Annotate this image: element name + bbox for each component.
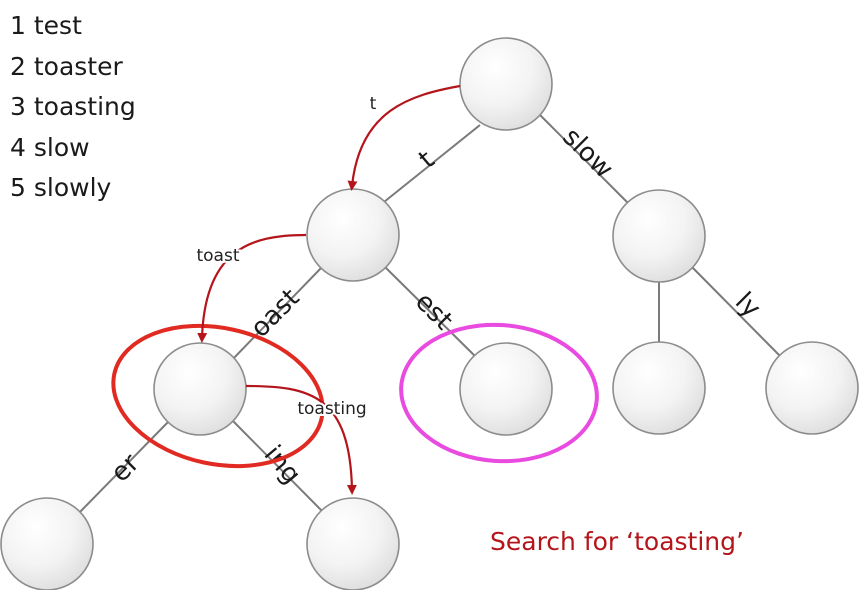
- edge-t-oast: [230, 265, 324, 362]
- node-slowly: [765, 341, 859, 435]
- edge-oast-ing: [231, 419, 326, 515]
- edge-oast-er: [77, 419, 171, 515]
- edge-root-t: [383, 124, 481, 203]
- word-list-item: 4 slow: [10, 132, 90, 162]
- edge-label-slow: slow: [557, 122, 619, 184]
- node-test: [459, 342, 553, 436]
- node-root: [459, 37, 553, 131]
- search-step-labels: t toast toasting: [194, 92, 378, 421]
- mismatch-ellipse: [399, 322, 599, 464]
- node-slow-end: [612, 341, 706, 435]
- edge-label-er: er: [105, 448, 145, 488]
- search-arrow-t: [347, 84, 461, 191]
- current-match-ellipse: [111, 323, 325, 469]
- edge-label-est: est: [409, 287, 458, 336]
- edge-label-ly: ly: [729, 287, 766, 324]
- search-arrow-toasting: [245, 384, 357, 495]
- search-step-label-t: t: [370, 94, 377, 114]
- node-slow: [612, 189, 706, 283]
- word-list-item: 2 toaster: [10, 51, 123, 81]
- tree-nodes: [0, 37, 859, 590]
- search-caption: Search for ‘toasting’: [490, 527, 744, 556]
- node-t: [306, 188, 400, 282]
- edge-slow-ly: [689, 264, 785, 361]
- edge-t-est: [383, 265, 481, 362]
- word-list-item: 3 toasting: [10, 92, 136, 121]
- edge-root-slow: [537, 112, 632, 207]
- search-arrow-toast: [197, 233, 307, 343]
- node-toast: [153, 342, 247, 436]
- node-toasting: [306, 497, 400, 590]
- tree-edges: [77, 112, 785, 515]
- search-step-label-toasting: toasting: [297, 399, 366, 419]
- search-path: [197, 84, 461, 495]
- word-list-item: 5 slowly: [10, 173, 112, 202]
- word-list-item: 1 test: [10, 11, 82, 40]
- node-toaster: [0, 497, 94, 590]
- search-step-label-toast: toast: [196, 246, 239, 266]
- word-list: 1 test 2 toaster 3 toasting 4 slow 5 slo…: [10, 6, 136, 209]
